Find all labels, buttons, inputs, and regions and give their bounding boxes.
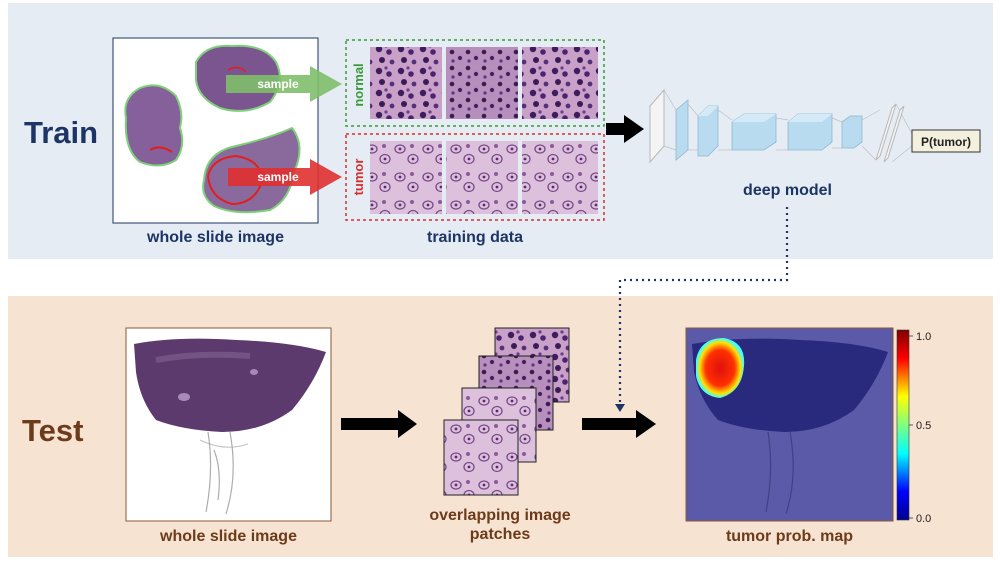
train-wsi-caption: whole slide image	[147, 229, 284, 246]
overlapping-patches-stack	[443, 327, 570, 496]
patches-caption: overlapping image patches	[400, 506, 600, 544]
normal-patch-1	[370, 47, 442, 119]
patches-caption-line-1: overlapping image	[429, 507, 571, 524]
tumor-probability-map	[685, 327, 894, 522]
tumor-patch-3	[522, 141, 598, 214]
training-data-caption: training data	[426, 229, 523, 246]
normal-row-label: normal	[351, 63, 366, 106]
output-box	[911, 129, 981, 153]
tumor-sample-arrow: sample	[228, 159, 342, 195]
connector-arrowhead	[615, 404, 625, 412]
normal-patch-group: normal	[345, 39, 605, 127]
test-wsi-caption: whole slide image	[160, 528, 297, 545]
colorbar-tick-max: 1.0	[916, 331, 931, 343]
normal-sample-arrow: sample	[226, 66, 342, 102]
normal-sample-label: sample	[257, 77, 299, 91]
train-to-model-arrow	[606, 115, 644, 143]
tumor-sample-label: sample	[257, 170, 299, 184]
test-title: Test	[22, 413, 83, 448]
test-wsi	[125, 327, 332, 522]
deep-model-caption: deep model	[743, 182, 832, 199]
train-wsi	[112, 37, 319, 224]
train-title: Train	[24, 115, 98, 150]
output-label: P(tumor)	[921, 135, 971, 149]
patches-caption-line-2: patches	[469, 526, 531, 543]
patches-to-map-arrow	[582, 410, 656, 438]
colorbar-tick-min: 0.0	[916, 513, 931, 525]
tumor-patch-group: tumor	[345, 133, 605, 221]
normal-patch-2	[446, 47, 518, 119]
tumor-patch-1	[370, 141, 442, 214]
tumor-patch-2	[446, 141, 518, 214]
normal-patch-3	[522, 47, 598, 119]
wsi-to-patches-arrow	[341, 410, 417, 438]
deep-model: P(tumor)	[649, 88, 981, 164]
colorbar-tick-mid: 0.5	[916, 420, 931, 432]
model-to-test-connector	[618, 207, 789, 406]
tumor-row-label: tumor	[351, 159, 366, 196]
map-caption: tumor prob. map	[725, 528, 854, 545]
colorbar: 1.0 0.5 0.0	[896, 329, 931, 525]
